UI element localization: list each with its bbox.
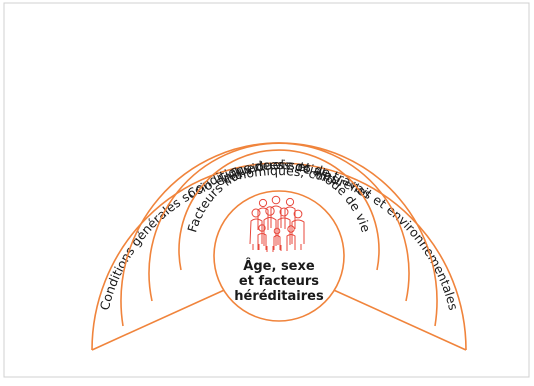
outer-arc <box>91 162 467 351</box>
center-label-line1: Âge, sexe <box>243 258 315 274</box>
outer-right-edge <box>315 281 467 351</box>
image-border <box>3 2 530 378</box>
center-core: Âge, sexe et facteurs héréditaires <box>213 190 345 322</box>
social-arc <box>148 142 410 302</box>
center-label-line2: et facteurs <box>239 274 319 289</box>
individual-arc <box>178 149 380 271</box>
center-label-line3: héréditaires <box>234 289 324 304</box>
center-circle <box>213 190 345 322</box>
outer-left-edge <box>91 281 243 351</box>
people-group-icon <box>249 195 305 252</box>
